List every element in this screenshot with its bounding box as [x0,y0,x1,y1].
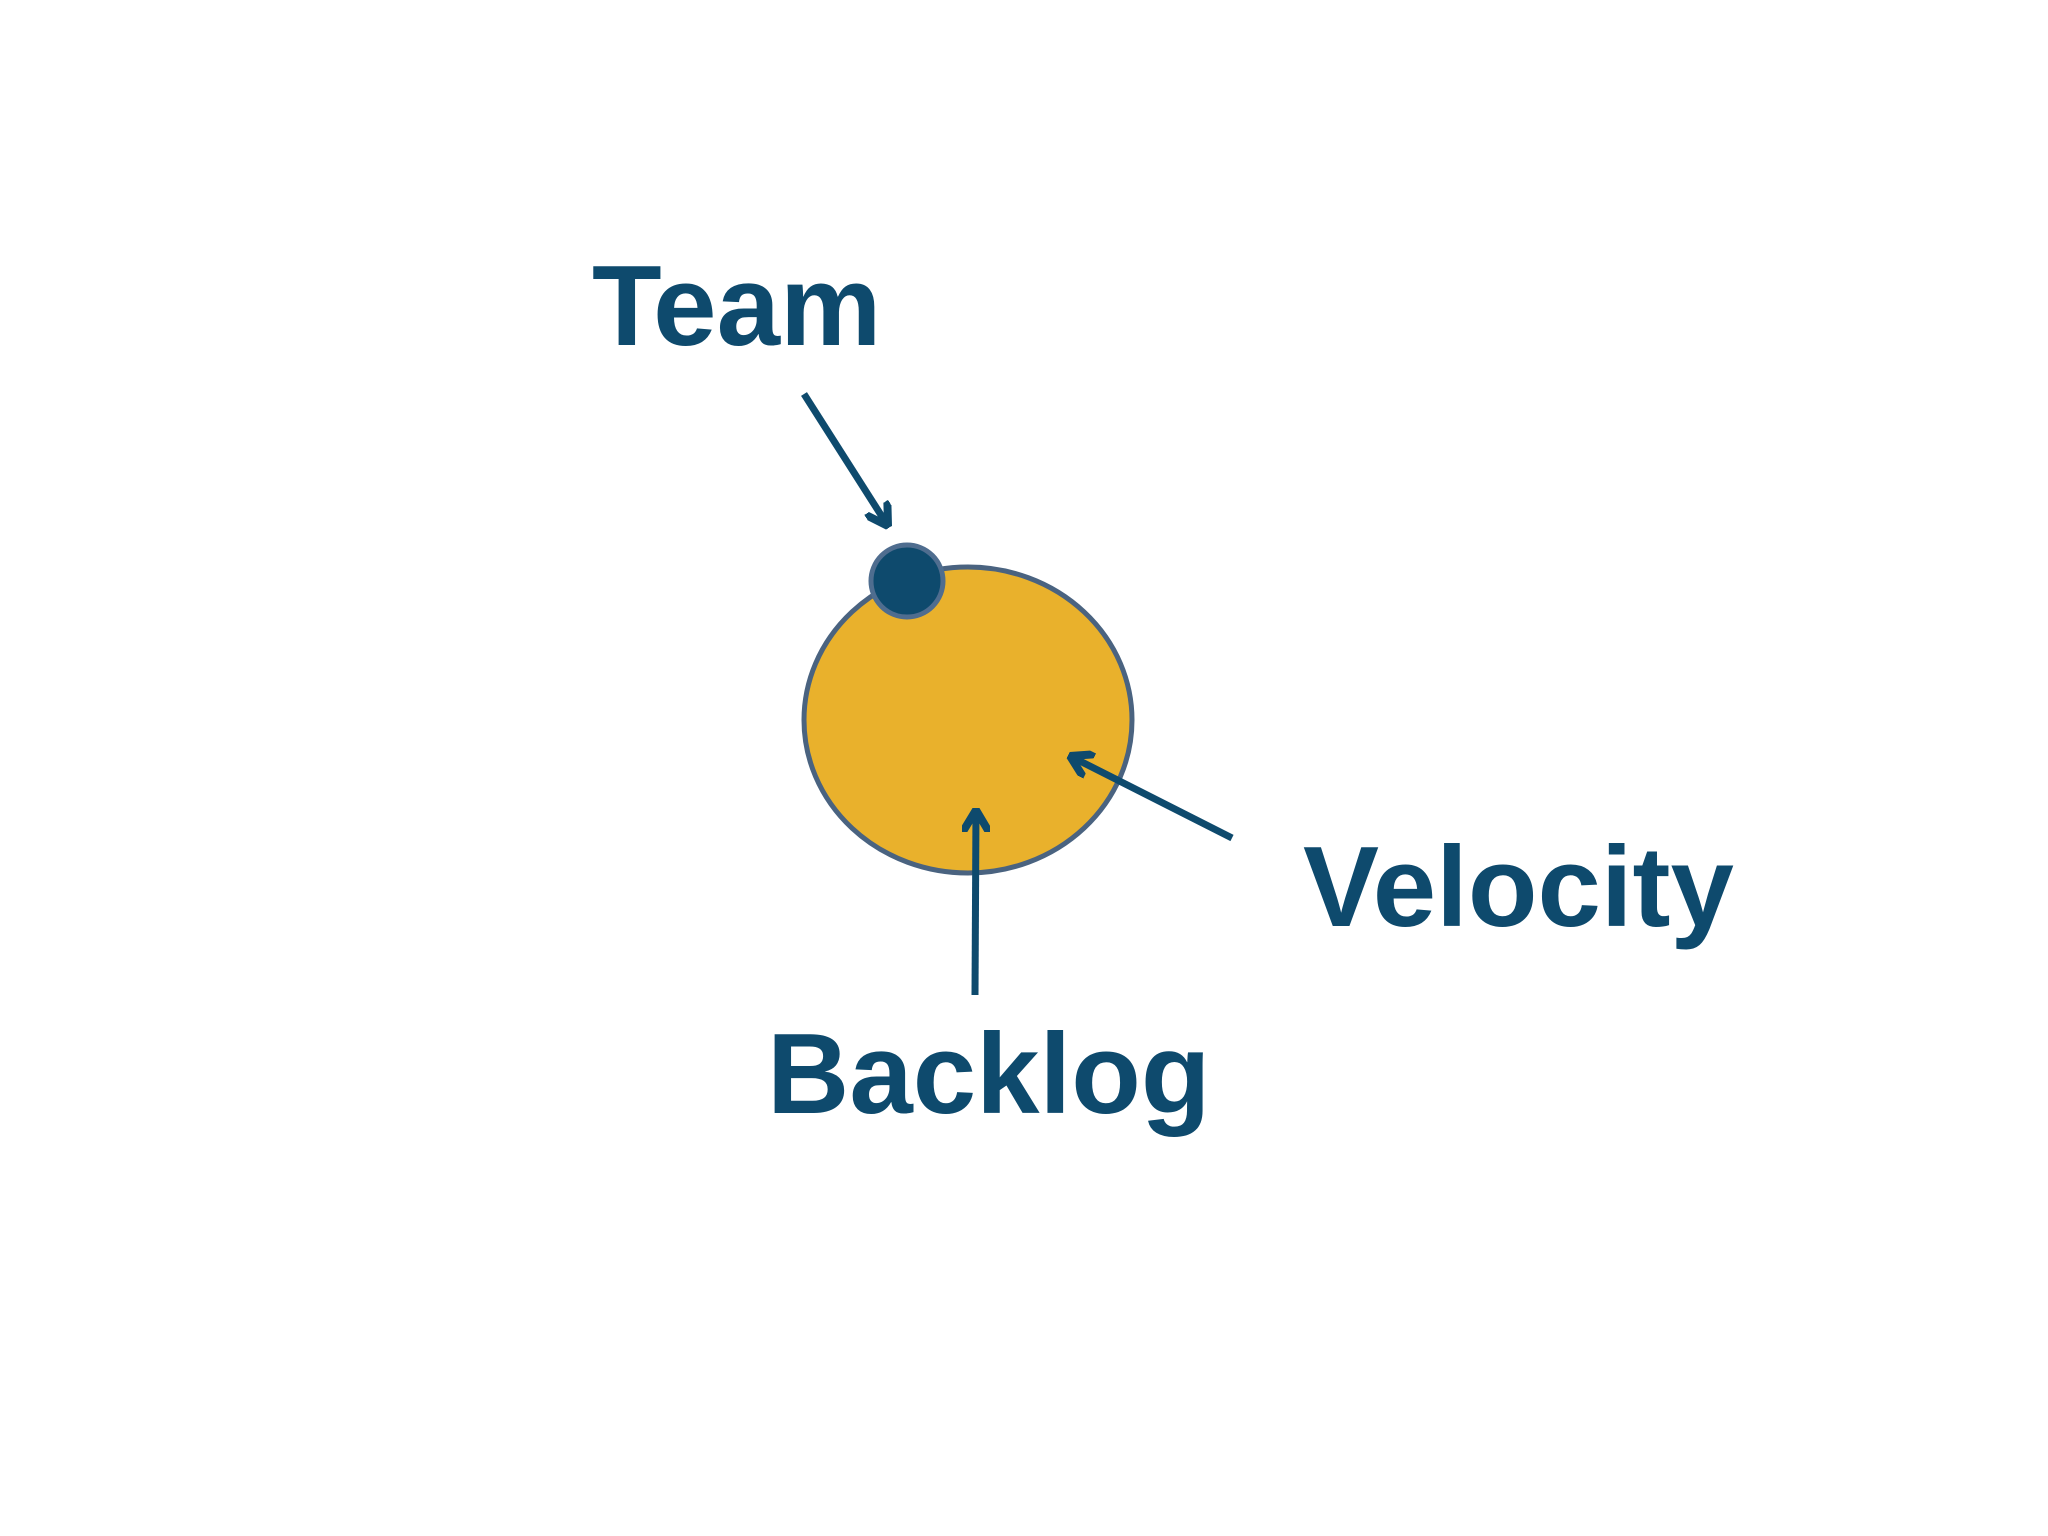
main-circle [801,564,1135,876]
team-dot [868,542,946,620]
backlog-arrow [975,810,976,996]
team-arrow [801,392,888,526]
backlog-label: Backlog [767,1011,1210,1138]
velocity-arrow [1070,756,1234,842]
team-label: Team [592,243,881,370]
velocity-label: Velocity [1303,824,1734,951]
